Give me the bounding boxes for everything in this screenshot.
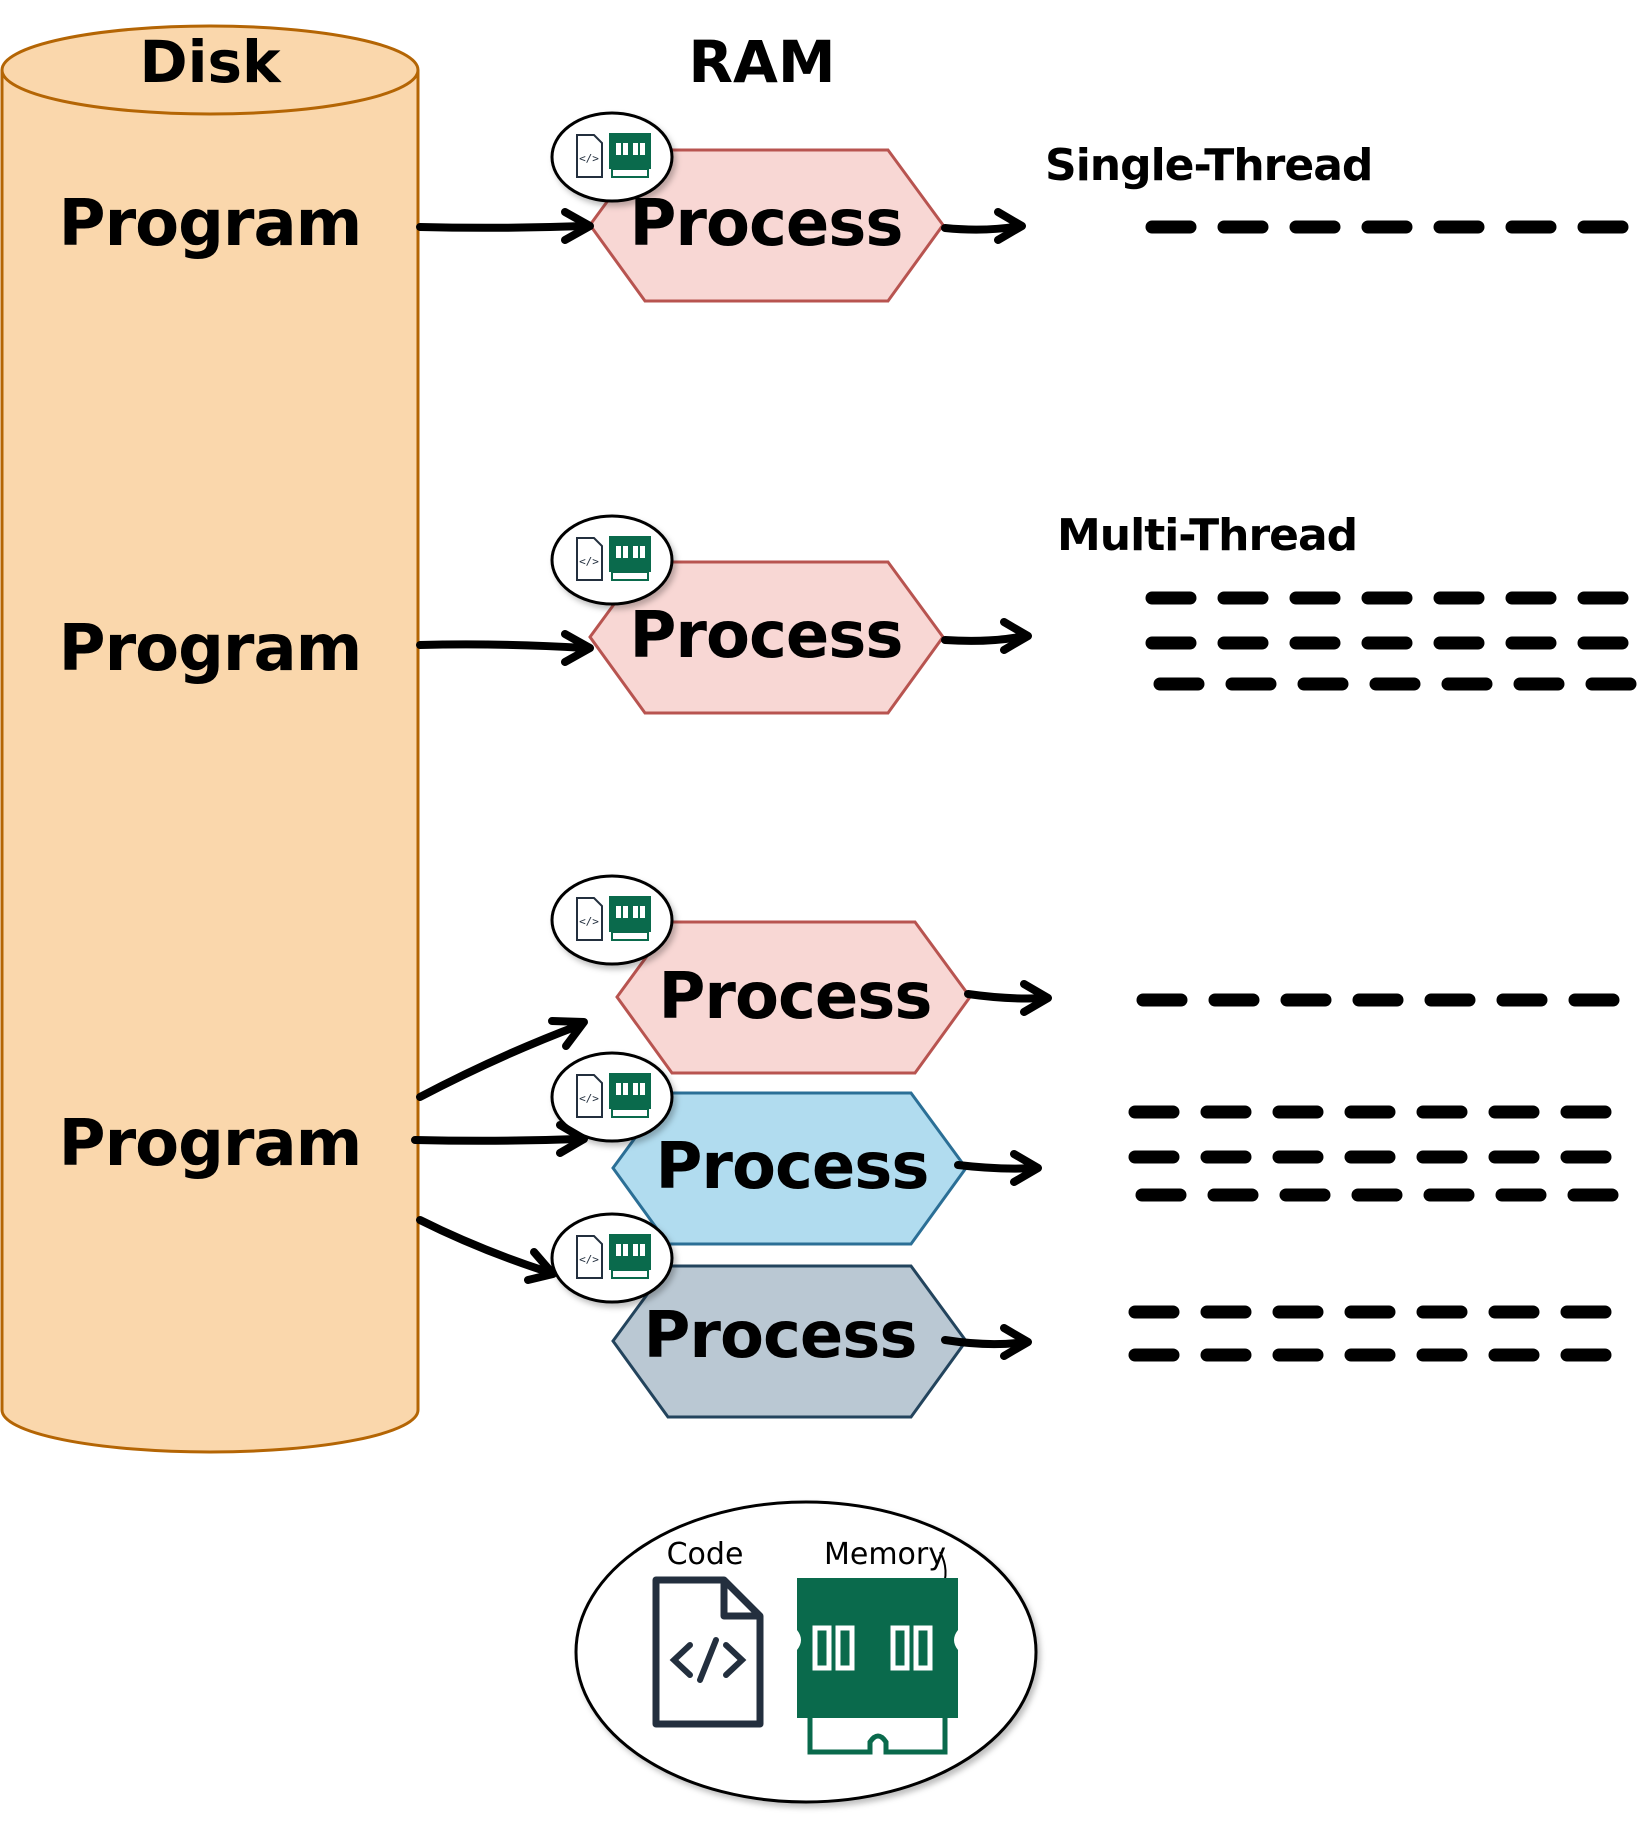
legend-memory-label: Memory bbox=[824, 1537, 946, 1572]
arrow-process4-to-threads bbox=[954, 1150, 1042, 1186]
svg-text:</>: </> bbox=[579, 555, 599, 568]
single-thread-label: Single-Thread bbox=[1045, 140, 1372, 191]
code-file-icon bbox=[652, 1576, 764, 1728]
arrow-process3-to-threads bbox=[964, 980, 1052, 1016]
arrow-program2-to-process2 bbox=[416, 630, 594, 666]
disk-label: Disk bbox=[139, 28, 282, 96]
arrow-process2-to-threads bbox=[941, 618, 1032, 654]
arrow-program3-to-process3 bbox=[416, 1017, 588, 1101]
ram-label: RAM bbox=[688, 28, 835, 96]
disk-cylinder bbox=[0, 24, 420, 1454]
svg-text:</>: </> bbox=[579, 152, 599, 165]
code-memory-badge-5: </> bbox=[550, 1212, 674, 1304]
code-memory-badge-2: </> bbox=[550, 514, 674, 606]
code-memory-badge-1: </> bbox=[550, 111, 674, 203]
code-memory-badge-3: </> bbox=[550, 874, 674, 966]
arrow-process5-to-threads bbox=[941, 1324, 1032, 1360]
process-node-1: Process bbox=[588, 148, 945, 303]
process-label-2: Process bbox=[630, 599, 903, 673]
multi-thread-label: Multi-Thread bbox=[1057, 510, 1357, 561]
legend-code-label: Code bbox=[667, 1537, 744, 1572]
arrow-program3-to-process4 bbox=[411, 1121, 588, 1157]
thread-lines-process-4 bbox=[1128, 1105, 1619, 1202]
arrow-program1-to-process1 bbox=[416, 208, 594, 244]
memory-chip-icon bbox=[797, 1578, 958, 1755]
thread-lines-process-2 bbox=[1145, 591, 1637, 691]
arrow-process1-to-threads bbox=[941, 208, 1026, 244]
process-node-5: Process bbox=[611, 1264, 968, 1419]
thread-lines-process-5 bbox=[1128, 1305, 1614, 1362]
legend: Code Memory bbox=[574, 1500, 1038, 1804]
code-memory-badge-4: </> bbox=[550, 1051, 674, 1143]
process-node-3: Process bbox=[615, 920, 972, 1075]
svg-text:</>: </> bbox=[579, 1092, 599, 1105]
process-label-1: Process bbox=[630, 187, 903, 261]
process-label-5: Process bbox=[644, 1299, 917, 1373]
process-label-4: Process bbox=[656, 1130, 929, 1204]
svg-text:</>: </> bbox=[579, 915, 599, 928]
program-label-1: Program bbox=[59, 187, 362, 261]
svg-text:</>: </> bbox=[579, 1253, 599, 1266]
process-label-3: Process bbox=[659, 960, 932, 1034]
program-label-2: Program bbox=[59, 612, 362, 686]
program-label-3: Program bbox=[59, 1107, 362, 1181]
arrow-program3-to-process5 bbox=[416, 1216, 557, 1284]
